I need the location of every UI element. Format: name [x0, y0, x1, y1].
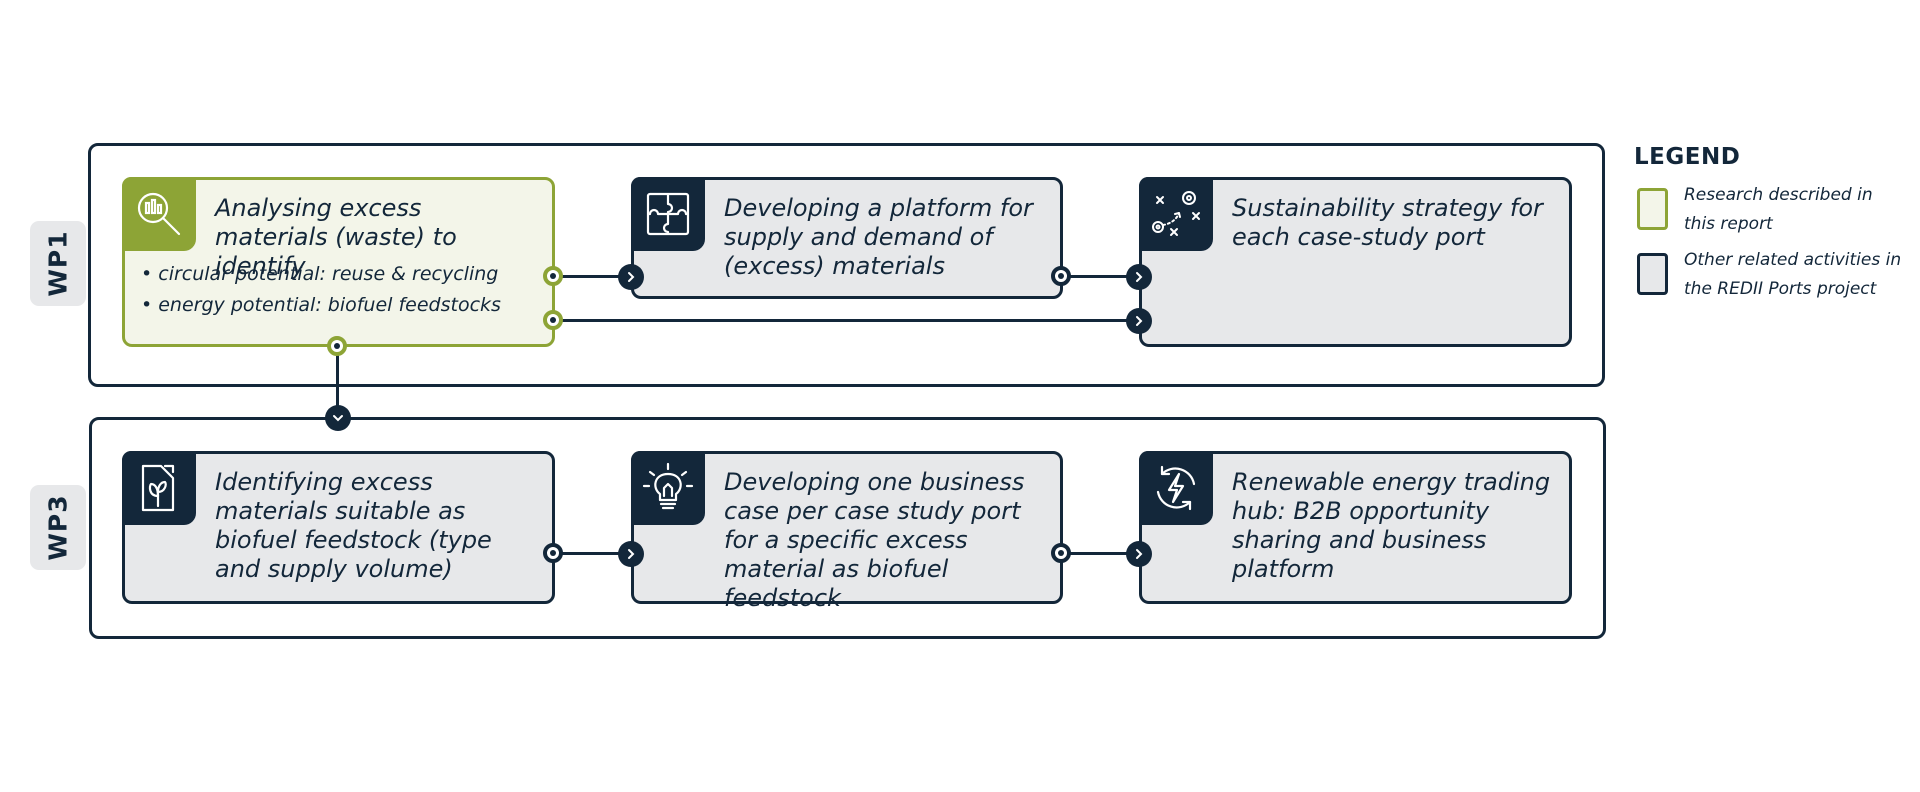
connector-wp3-b [1061, 552, 1141, 555]
wp3-label: WP3 [43, 494, 73, 561]
connector-wp1-a [553, 275, 633, 278]
connector-wp1-b [1061, 275, 1141, 278]
energy-cycle-icon [1139, 451, 1213, 525]
wp3-box-business-case: Developing one business case per case st… [631, 451, 1063, 612]
port-dot [543, 310, 563, 330]
legend-title: LEGEND [1634, 144, 1741, 170]
legend-label-research: Research described in this report [1684, 185, 1873, 234]
connector-wp1-wp3 [336, 345, 339, 418]
chevron-right-icon [1126, 308, 1152, 334]
port-dot [1051, 543, 1071, 563]
wp1-box-sustainability: Sustainability strategy for each case-st… [1139, 177, 1572, 347]
wp1-label: WP1 [43, 230, 73, 297]
chevron-right-icon [618, 264, 644, 290]
chevron-down-icon [325, 405, 351, 431]
box-title: Developing a platform for supply and dem… [724, 194, 1033, 280]
chevron-right-icon [1126, 541, 1152, 567]
wp1-tab: WP1 [30, 221, 86, 306]
box-title: Analysing excess materials (waste) to id… [215, 194, 457, 280]
magnifier-chart-icon [122, 177, 196, 251]
legend-label-other: Other related activities in the REDII Po… [1684, 250, 1902, 299]
wp1-box-platform: Developing a platform for supply and dem… [631, 177, 1063, 299]
wp1-box-analysing: Analysing excess materials (waste) to id… [122, 177, 555, 347]
box-title: Identifying excess materials suitable as… [215, 468, 492, 583]
chevron-right-icon [618, 541, 644, 567]
port-dot [543, 266, 563, 286]
connector-wp3-a [553, 552, 633, 555]
wp3-box-trading-hub: Renewable energy trading hub: B2B opport… [1139, 451, 1572, 604]
bullet-energy: • energy potential: biofuel feedstocks [141, 294, 501, 316]
chevron-right-icon [1126, 264, 1152, 290]
port-dot [1051, 266, 1071, 286]
wp3-box-identifying: Identifying excess materials suitable as… [122, 451, 555, 604]
box-title: Developing one business case per case st… [724, 468, 1025, 612]
connector-wp1-c [553, 319, 1141, 322]
port-dot [543, 543, 563, 563]
bullet-circular: • circular potential: reuse & recycling [141, 263, 499, 285]
biofuel-canister-icon [122, 451, 196, 525]
legend-swatch-research [1637, 188, 1668, 230]
lightbulb-icon [631, 451, 705, 525]
box-title: Sustainability strategy for each case-st… [1232, 194, 1543, 251]
wp3-tab: WP3 [30, 485, 86, 570]
puzzle-icon [631, 177, 705, 251]
strategy-play-icon [1139, 177, 1213, 251]
port-dot [327, 336, 347, 356]
legend-swatch-other [1637, 253, 1668, 295]
box-title: Renewable energy trading hub: B2B opport… [1232, 468, 1551, 583]
bullet-list: • circular potential: reuse & recycling … [141, 259, 542, 321]
